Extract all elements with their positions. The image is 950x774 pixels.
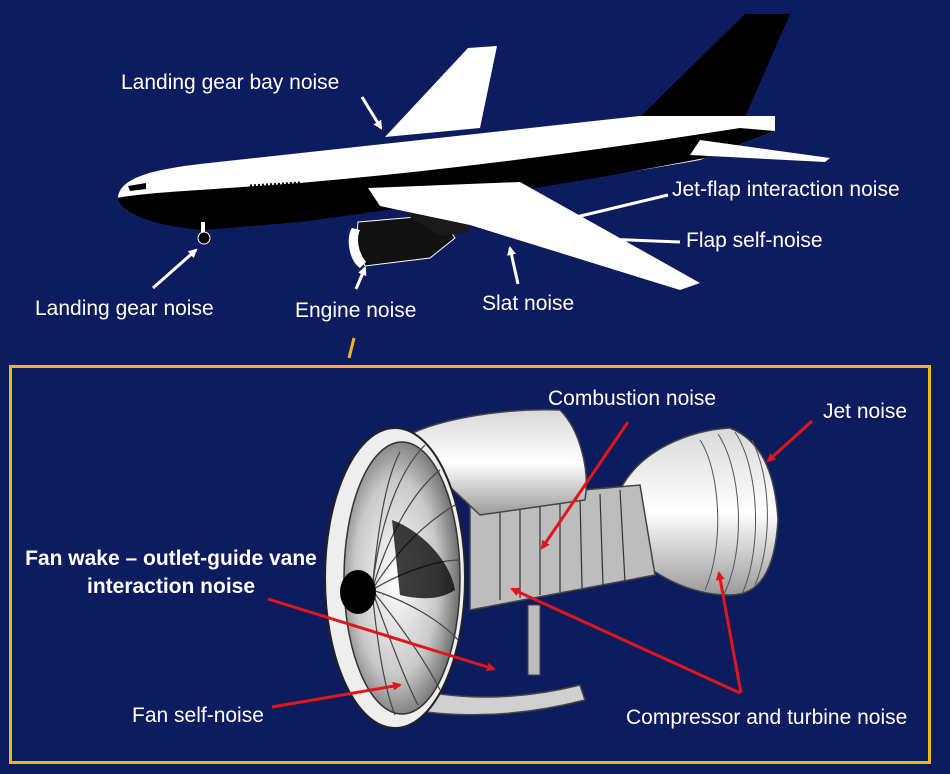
arrow-compressor [510, 587, 741, 695]
label-fan-wake-ogv-noise: Fan wake – outlet-guide vane interaction… [22, 547, 320, 599]
arrow-jet-flap [566, 193, 669, 222]
aircraft-arrows [152, 96, 681, 290]
label-fan-wake-line2: interaction noise [86, 575, 256, 599]
label-fan-wake-line1: Fan wake – outlet-guide vane [25, 547, 317, 570]
label-landing-gear-bay-noise: Landing gear bay noise [121, 71, 340, 94]
arrow-flap-self [602, 234, 681, 244]
cockpit-windows [128, 183, 146, 191]
landing-gear-wheel [197, 231, 211, 245]
arrow-landing-gear [152, 248, 198, 290]
frame-connector [347, 337, 356, 359]
label-compressor-turbine-noise: Compressor and turbine noise [626, 706, 908, 729]
arrow-fan-self [271, 681, 402, 709]
arrow-slat [507, 246, 520, 285]
arrow-jet [766, 419, 814, 463]
fan-spinner [340, 570, 376, 614]
label-jet-noise: Jet noise [823, 400, 908, 423]
label-slat-noise: Slat noise [482, 292, 575, 315]
core-stages [499, 489, 626, 600]
exhaust-rings [699, 431, 768, 595]
fan-shadow [392, 520, 455, 599]
label-flap-self-noise: Flap self-noise [686, 229, 823, 252]
engine-arrows [267, 419, 814, 709]
label-engine-noise: Engine noise [295, 299, 417, 322]
engine-exhaust [619, 427, 779, 596]
engine-support [527, 604, 541, 676]
engine-cutaway-illustration [324, 409, 779, 729]
arrow-fan-wake [267, 597, 496, 672]
arrow-turbine [715, 571, 743, 694]
label-combustion-noise: Combustion noise [548, 387, 717, 410]
arrow-combustion [540, 421, 630, 550]
arrow-landing-gear-bay [360, 96, 383, 130]
horizontal-stabilizer [690, 140, 830, 162]
far-wing [385, 46, 497, 137]
arrow-engine [354, 266, 367, 290]
label-jet-flap-interaction-noise: Jet-flap interaction noise [672, 178, 900, 201]
cabin-windows [249, 151, 651, 188]
landing-gear-strut [201, 222, 205, 236]
engine-detail-frame [9, 365, 931, 764]
vertical-tail [640, 14, 790, 117]
aircraft-illustration [118, 14, 830, 290]
near-wing [368, 182, 700, 290]
label-landing-gear-noise: Landing gear noise [35, 297, 214, 320]
aircraft-engine-intake [348, 228, 366, 268]
label-fan-self-noise: Fan self-noise [132, 704, 264, 727]
fuselage-belly [118, 128, 775, 230]
